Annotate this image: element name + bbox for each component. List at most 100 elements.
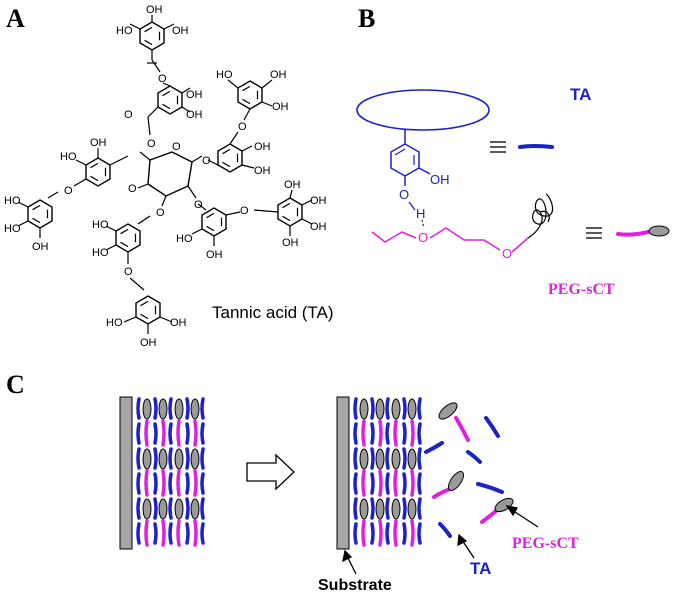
released-ta <box>438 522 452 538</box>
oh-label: OH <box>140 337 157 349</box>
galloyl-bottom: HO OH OH <box>106 277 187 349</box>
peg-sct-strand <box>393 519 398 547</box>
peg-sct-strand <box>361 419 366 447</box>
oh-label: OH <box>254 141 271 153</box>
galloyl-right-upper: HO OH OH O <box>216 69 289 133</box>
galloyl-left-lower: HO HO OH <box>4 191 59 253</box>
ta-strand <box>370 497 375 520</box>
ta-strand <box>136 447 141 470</box>
ta-strand <box>402 472 407 495</box>
substrate-right <box>336 396 350 550</box>
galloyl-lower-right-inner: HO OH O <box>176 203 249 261</box>
oh-label: OH <box>310 221 327 233</box>
ta-strand <box>168 422 173 445</box>
ta-strand <box>168 447 173 470</box>
ta-strand <box>185 472 190 495</box>
ta-strand <box>353 472 358 495</box>
multilayer-film-left <box>136 397 205 547</box>
ta-symbol <box>518 144 554 149</box>
ta-strand <box>200 447 205 470</box>
glucose-core: O O O O O <box>128 141 211 219</box>
ta-strand <box>353 522 358 545</box>
peg-sct-head <box>190 498 200 520</box>
ta-strand <box>200 522 205 545</box>
o-label: O <box>399 187 409 202</box>
released-peg-sct-chain <box>480 509 498 524</box>
oh-label: OH <box>254 165 271 177</box>
peg-sct-strand <box>378 419 383 447</box>
ta-strand <box>153 447 158 470</box>
o-label: O <box>128 183 137 195</box>
o-label: O <box>147 138 156 150</box>
ta-strand <box>136 397 141 420</box>
oh-label: OH <box>186 109 203 121</box>
ta-phenol-ring <box>390 143 420 177</box>
o-label: O <box>156 207 165 219</box>
released-ta <box>466 450 482 464</box>
released-peg-sct-chain <box>432 487 452 499</box>
oh-label: OH <box>282 237 299 249</box>
ta-strand <box>385 447 390 470</box>
ho-label: HO <box>216 69 233 81</box>
binding-scheme: OH O H O O <box>356 85 670 298</box>
ta-strand <box>136 522 141 545</box>
ho-label: HO <box>4 223 21 235</box>
oh-label: OH <box>32 241 49 253</box>
ta-strand <box>136 472 141 495</box>
ta-strand <box>385 472 390 495</box>
galloyl-lower-right-outer: OH OH OH OH <box>253 179 327 249</box>
peg-sct-strand <box>378 519 383 547</box>
peg-sct-head <box>158 448 168 470</box>
released-fragments <box>424 402 514 538</box>
ho-label: HO <box>176 233 193 245</box>
peg-sct-strand <box>410 519 415 547</box>
ta-strand <box>353 422 358 445</box>
o-label: O <box>502 246 512 261</box>
tannic-acid-structure: OH OH HO O OH OH O O O <box>4 4 334 349</box>
peg-sct-head <box>391 498 401 520</box>
peg-sct-strand <box>176 419 181 447</box>
peg-sct-head <box>375 498 385 520</box>
ta-strand <box>417 447 422 470</box>
peg-sct-strand <box>144 519 149 547</box>
peg-sct-head <box>142 498 152 520</box>
peg-sct-head <box>407 398 417 420</box>
ta-strand <box>402 522 407 545</box>
peg-sct-strand <box>410 469 415 497</box>
ta-strand <box>136 422 141 445</box>
peg-sct-strand <box>161 419 166 447</box>
ta-strand <box>153 497 158 520</box>
released-peg-sct-head <box>438 402 458 420</box>
tannic-acid-caption: Tannic acid (TA) <box>212 303 334 322</box>
ta-strand <box>185 522 190 545</box>
ta-strand <box>168 522 173 545</box>
released-peg-sct-head <box>494 497 514 513</box>
substrate-label: Substrate <box>318 577 392 594</box>
ta-strand <box>370 472 375 495</box>
ta-strand <box>417 472 422 495</box>
galloyl-right-middle: OH OH <box>207 131 271 177</box>
oh-label: OH <box>270 69 287 81</box>
peg-sct-head <box>359 448 369 470</box>
oh-label: OH <box>430 172 450 187</box>
ta-strand <box>153 422 158 445</box>
galloyl-upper-middle: OH OH O O <box>124 82 203 150</box>
peg-sct-strand <box>176 469 181 497</box>
ta-strand <box>402 422 407 445</box>
peg-sct-head <box>158 498 168 520</box>
ta-strand <box>153 522 158 545</box>
peg-sct-strand <box>361 519 366 547</box>
oh-label: OH <box>206 249 223 261</box>
peg-sct-strand <box>393 419 398 447</box>
ta-strand <box>136 497 141 520</box>
o-label: O <box>124 109 133 121</box>
peg-sct-symbol-chain <box>616 230 650 237</box>
peg-sct-head <box>174 448 184 470</box>
ta-strand <box>385 422 390 445</box>
oh-label: OH <box>284 179 301 191</box>
peg-sct-strand <box>193 469 198 497</box>
galloyl-top: OH OH HO O <box>116 4 189 85</box>
annotation-arrows <box>342 505 539 575</box>
peg-sct-head <box>391 398 401 420</box>
